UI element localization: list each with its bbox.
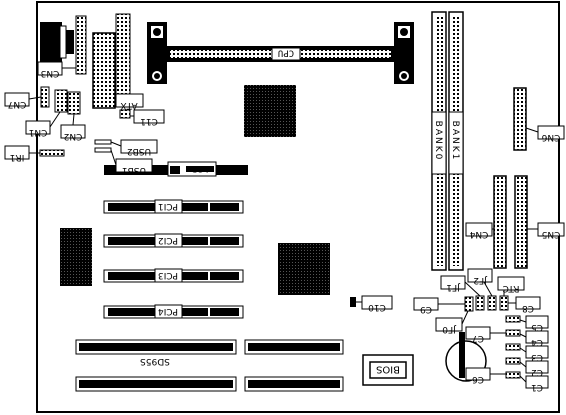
callout-cn7: CN7 bbox=[4, 92, 42, 109]
c7-label: C7 bbox=[472, 333, 484, 343]
bios-label: BIOS bbox=[376, 364, 400, 375]
callout-cn4: CN4 bbox=[465, 222, 494, 239]
jumper-blocks bbox=[350, 295, 521, 379]
c4-label: C4 bbox=[531, 337, 543, 347]
pci-slot-1 bbox=[103, 199, 244, 214]
callout-jf1: JF1 bbox=[440, 275, 481, 297]
c6-label: C6 bbox=[472, 374, 484, 384]
callout-c1: C1 bbox=[519, 375, 549, 392]
callout-cn1: CN1 bbox=[25, 111, 61, 137]
usb1-label: USB1 bbox=[122, 165, 146, 175]
cpu-label: CPU bbox=[278, 48, 294, 58]
atx-label: ATX bbox=[120, 100, 137, 110]
callout-c11: C11 bbox=[130, 109, 165, 126]
callout-cn2: CN2 bbox=[60, 113, 86, 141]
callout-c8: C8 bbox=[508, 296, 541, 313]
pci3-label: PCI3 bbox=[158, 270, 178, 280]
chip-text-label: SD95S bbox=[140, 356, 170, 366]
io-chip bbox=[60, 228, 92, 286]
isa-slots bbox=[75, 339, 344, 392]
cn7-label: CN7 bbox=[8, 99, 27, 109]
callout-c6: C6 bbox=[465, 367, 506, 384]
callout-c7: C7 bbox=[465, 326, 506, 343]
c1-label: C1 bbox=[531, 382, 543, 392]
c3-label: C3 bbox=[531, 352, 543, 362]
small-headers bbox=[39, 86, 131, 157]
northbridge-chip bbox=[244, 85, 296, 137]
pci-slot-3 bbox=[103, 268, 244, 283]
jf1-label: JF1 bbox=[446, 282, 461, 292]
callout-c2: C2 bbox=[519, 360, 549, 377]
atx-connector bbox=[92, 13, 131, 109]
ide-connectors bbox=[493, 87, 528, 269]
callout-usb1: USB1 bbox=[110, 149, 153, 175]
cn2-label: CN2 bbox=[64, 131, 83, 141]
bank0-label: BANK0 bbox=[433, 121, 443, 162]
callout-c4: C4 bbox=[519, 330, 549, 347]
c8-label: C8 bbox=[522, 303, 534, 313]
pci-slot-4 bbox=[103, 304, 244, 319]
southbridge-chip bbox=[278, 243, 330, 295]
cpu-slot: CPU bbox=[147, 22, 414, 84]
pci1-label: PCI1 bbox=[158, 201, 178, 211]
c9-label: C9 bbox=[420, 304, 432, 314]
callout-atx: ATX bbox=[115, 93, 144, 110]
callout-rtc: RTC bbox=[497, 276, 525, 296]
cn1-label: CN1 bbox=[29, 127, 48, 137]
rtc-label: RTC bbox=[503, 283, 520, 293]
c5-label: C5 bbox=[531, 322, 543, 332]
callout-c10: C10 bbox=[356, 295, 393, 312]
callout-cn3: CN3 bbox=[37, 61, 76, 78]
c10-label: C10 bbox=[368, 302, 386, 312]
callout-ir1: IR1 bbox=[4, 145, 40, 162]
cn3-label: CN3 bbox=[41, 68, 60, 78]
callout-c5: C5 bbox=[519, 315, 549, 332]
pci4-label: PCI4 bbox=[158, 306, 178, 316]
callout-usb2: USB2 bbox=[110, 139, 158, 156]
usb2-label: USB2 bbox=[127, 146, 151, 156]
callout-jf0: JF0 bbox=[435, 310, 469, 334]
jf2-label: JF2 bbox=[473, 275, 488, 285]
c2-label: C2 bbox=[531, 367, 543, 377]
pci-slot-2 bbox=[103, 233, 244, 248]
jf0-label: JF0 bbox=[442, 324, 457, 334]
c11-label: C11 bbox=[140, 116, 158, 126]
pci2-label: PCI2 bbox=[158, 235, 178, 245]
callout-jf2: JF2 bbox=[467, 268, 493, 297]
dimm-banks bbox=[431, 11, 464, 271]
bank1-label: BANK1 bbox=[450, 121, 460, 162]
callout-cn6: CN6 bbox=[525, 125, 565, 142]
cn5-label: CN5 bbox=[542, 229, 561, 239]
bios-chip: BIOS bbox=[362, 354, 414, 386]
pci-slots bbox=[103, 199, 244, 319]
cn6-label: CN6 bbox=[541, 132, 560, 142]
callout-c9: C9 bbox=[413, 297, 465, 314]
ir1-label: IR1 bbox=[10, 152, 25, 162]
agp-label: AGP bbox=[191, 163, 210, 173]
io-connector-block bbox=[40, 15, 87, 75]
callout-cn5: CN5 bbox=[527, 222, 565, 239]
agp-slot bbox=[104, 161, 248, 177]
callout-c3: C3 bbox=[519, 345, 549, 362]
label-bank0-group: BANK0 bbox=[433, 121, 443, 162]
cn4-label: CN4 bbox=[469, 229, 488, 239]
label-bank1-group: BANK1 bbox=[450, 121, 460, 162]
